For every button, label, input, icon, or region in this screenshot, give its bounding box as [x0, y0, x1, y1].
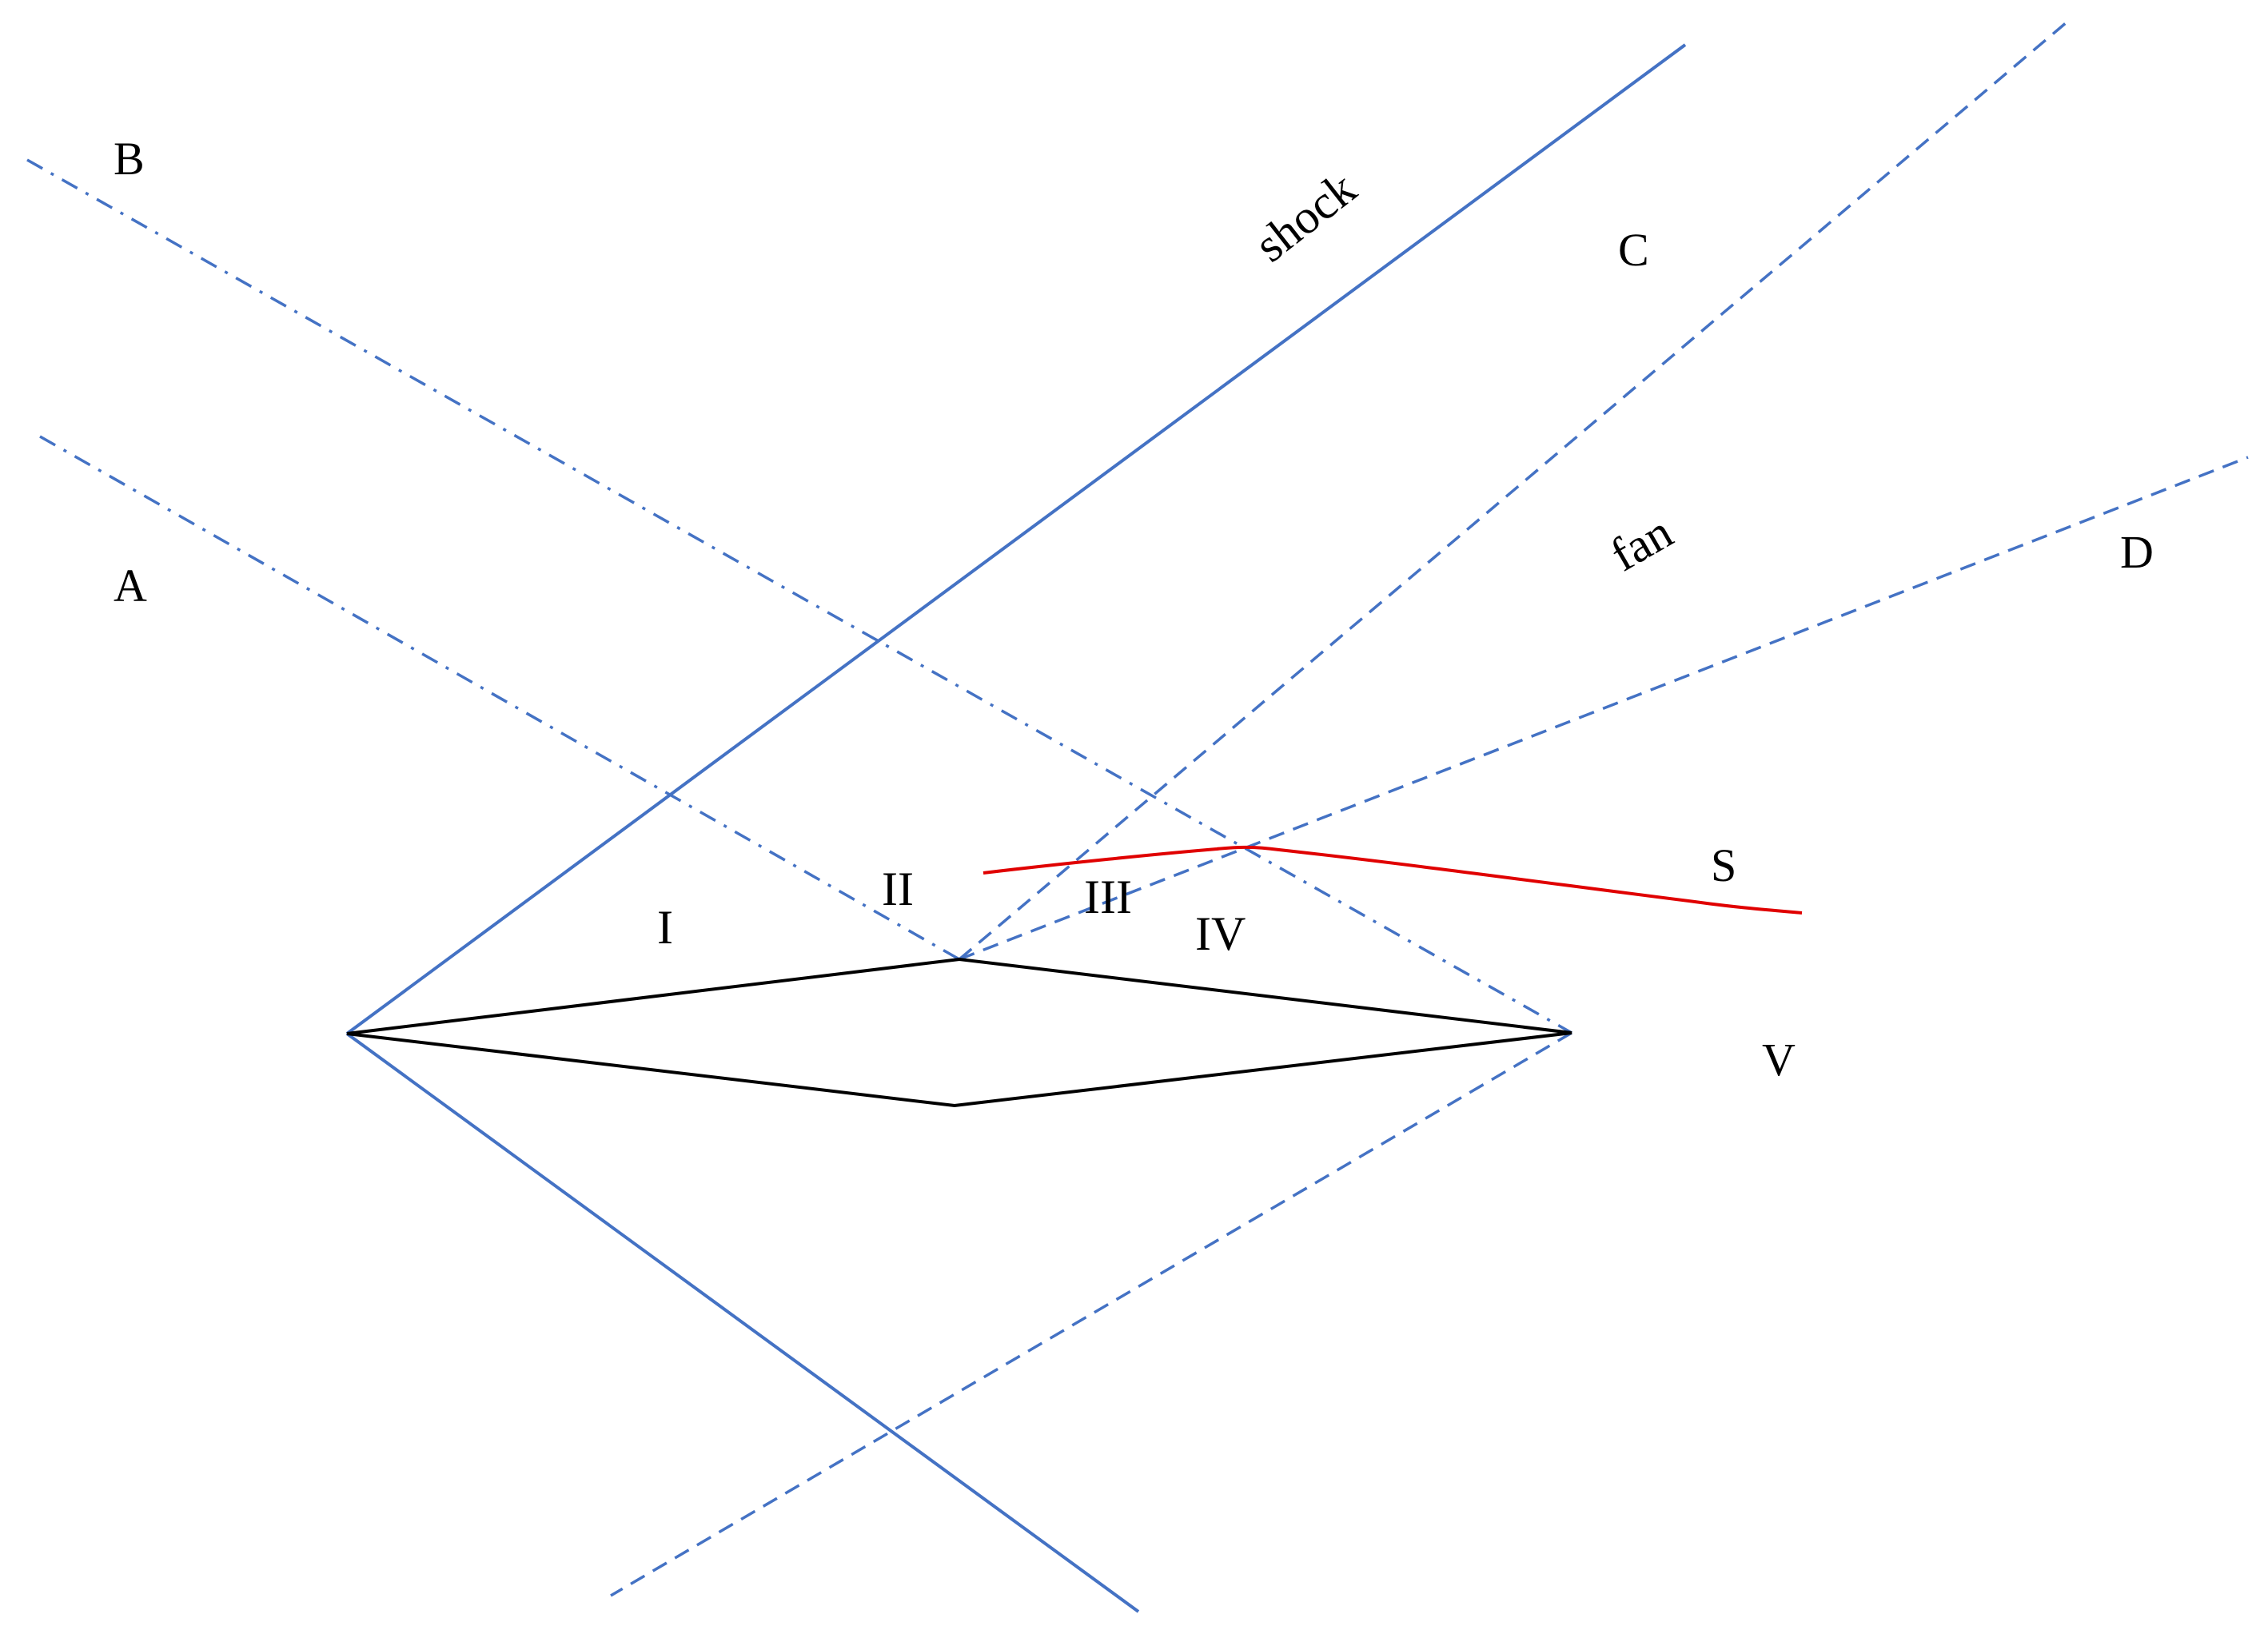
- trailing-edge-lower-wave: [610, 1031, 1572, 1597]
- label-region-iii: III: [1084, 871, 1132, 923]
- diamond-airfoil: [346, 957, 1572, 1108]
- label-s: S: [1711, 839, 1736, 891]
- characteristic-line-b: [26, 158, 1572, 1034]
- label-b: B: [114, 133, 145, 185]
- label-v: V: [1762, 1034, 1796, 1086]
- label-region-i: I: [657, 901, 673, 954]
- label-region-ii: II: [882, 863, 914, 915]
- label-fan: fan: [1602, 505, 1681, 581]
- fan-boundary-c: [958, 21, 2068, 961]
- lower-shock-line: [345, 1032, 1140, 1613]
- s-curve: [983, 845, 1803, 915]
- fan-boundary-d: [959, 456, 2249, 961]
- label-a: A: [114, 560, 147, 612]
- label-c: C: [1618, 224, 1649, 276]
- upper-shock-line: [345, 43, 1687, 1035]
- label-region-iv: IV: [1195, 907, 1246, 960]
- characteristic-line-a: [39, 435, 960, 961]
- label-shock: shock: [1245, 161, 1365, 272]
- label-d: D: [2120, 526, 2154, 578]
